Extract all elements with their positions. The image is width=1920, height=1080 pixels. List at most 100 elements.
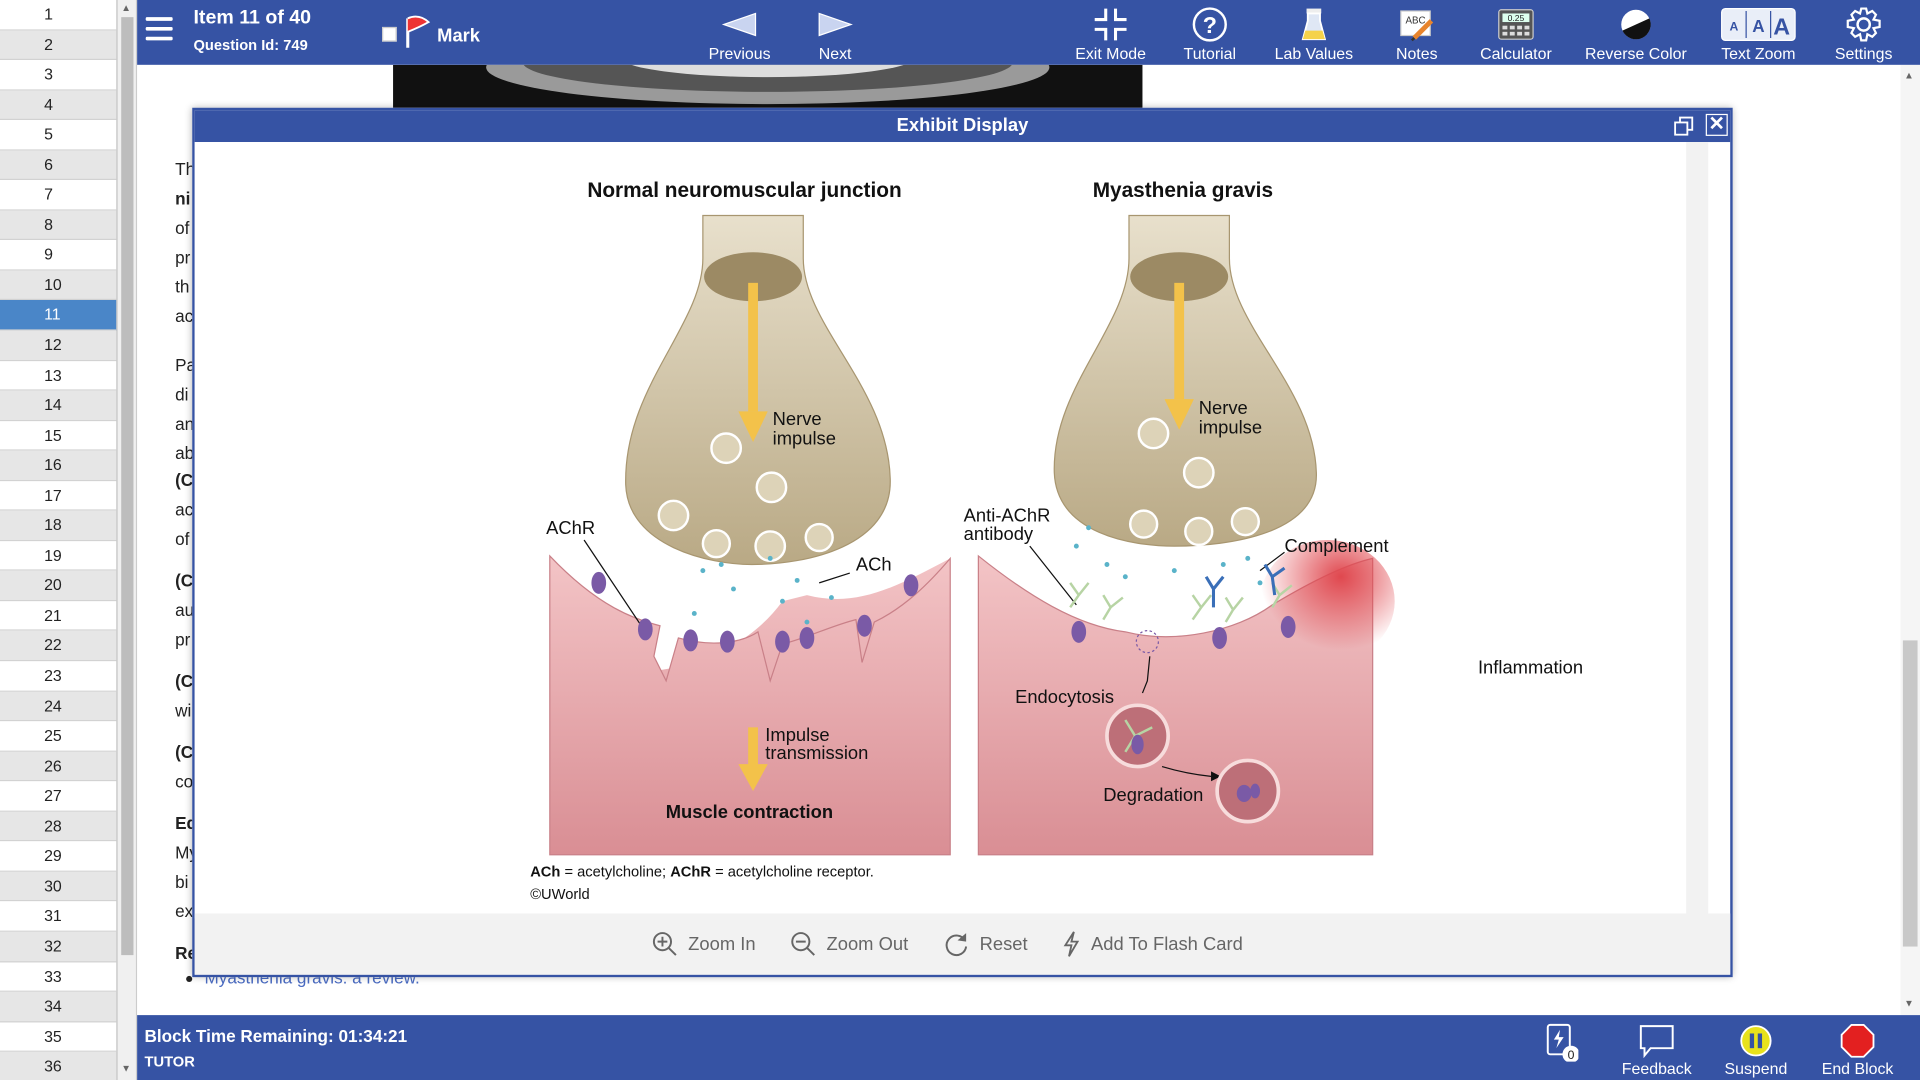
question-list-item[interactable]: 33	[0, 961, 117, 992]
question-list-item[interactable]: 22	[0, 631, 117, 662]
explanation-line: pr	[175, 247, 191, 267]
reverse-color-button[interactable]: Reverse Color	[1580, 5, 1693, 63]
question-list-item[interactable]: 24	[0, 691, 117, 722]
reset-button[interactable]: Reset	[943, 931, 1028, 958]
exhibit-header[interactable]: Exhibit Display ✕	[194, 110, 1731, 143]
close-icon[interactable]: ✕	[1705, 113, 1728, 136]
question-list-item[interactable]: 19	[0, 541, 117, 572]
caption-achr: AChR	[670, 865, 711, 881]
flash-cards-button[interactable]: 0	[1536, 1022, 1585, 1062]
notes-icon: ABC	[1381, 5, 1452, 44]
add-flash-card-button[interactable]: Add To Flash Card	[1062, 931, 1243, 958]
feedback-label: Feedback	[1621, 1059, 1692, 1078]
question-list-item[interactable]: 17	[0, 480, 117, 511]
question-list-item[interactable]: 30	[0, 871, 117, 902]
zoom-in-icon	[652, 932, 677, 956]
calculator-button[interactable]: 0.25 Calculator	[1472, 5, 1560, 63]
question-list-item[interactable]: 14	[0, 390, 117, 421]
notes-button[interactable]: ABC Notes	[1381, 5, 1452, 63]
question-list-item[interactable]: 13	[0, 360, 117, 391]
restore-window-icon[interactable]	[1674, 115, 1694, 136]
end-block-button[interactable]: End Block	[1815, 1022, 1901, 1078]
question-list-item[interactable]: 2	[0, 30, 117, 61]
zoom-letter-small: A	[1729, 20, 1738, 34]
question-list-item[interactable]: 4	[0, 90, 117, 121]
question-list-item[interactable]: 21	[0, 601, 117, 632]
flask-icon	[1266, 5, 1362, 44]
mark-checkbox[interactable]	[382, 26, 397, 42]
scroll-down-icon[interactable]: ▼	[1904, 997, 1914, 1009]
question-list-item[interactable]: 20	[0, 571, 117, 602]
scrollbar-thumb[interactable]	[1902, 640, 1918, 947]
contrast-icon	[1580, 5, 1693, 44]
question-list-item[interactable]: 1	[0, 0, 117, 31]
exhibit-toolbar: Zoom In Zoom Out Reset Add To Flash Card	[194, 913, 1731, 975]
left-panel-title: Normal neuromuscular junction	[587, 179, 901, 202]
question-list-item[interactable]: 10	[0, 270, 117, 301]
question-list-item[interactable]: 32	[0, 931, 117, 962]
question-list-item[interactable]: 25	[0, 721, 117, 752]
reset-label: Reset	[979, 933, 1028, 955]
main-scrollbar[interactable]: ▲ ▼	[1900, 64, 1920, 1016]
menu-icon[interactable]	[145, 17, 173, 46]
tutorial-button[interactable]: ? Tutorial	[1173, 5, 1246, 63]
caption-achr-definition: = acetylcholine receptor.	[711, 865, 874, 881]
question-list-item[interactable]: 15	[0, 420, 117, 451]
question-list-item[interactable]: 6	[0, 150, 117, 181]
explanation-line: pr	[175, 629, 191, 649]
lab-values-button[interactable]: Lab Values	[1266, 5, 1362, 63]
feedback-button[interactable]: Feedback	[1614, 1022, 1700, 1078]
exit-mode-button[interactable]: Exit Mode	[1068, 5, 1154, 63]
question-list-item[interactable]: 18	[0, 510, 117, 542]
settings-button[interactable]: Settings	[1827, 5, 1900, 63]
question-list-item[interactable]: 27	[0, 781, 117, 812]
question-list-item[interactable]: 5	[0, 120, 117, 151]
explanation-line: Ed	[175, 813, 198, 833]
question-list-item[interactable]: 3	[0, 60, 117, 91]
scroll-up-icon[interactable]: ▲	[1904, 69, 1914, 81]
question-list-scrollbar[interactable]: ▲ ▼	[117, 0, 138, 1080]
scroll-down-icon[interactable]: ▼	[121, 1062, 131, 1074]
explanation-line: au	[175, 600, 195, 620]
question-list-item[interactable]: 16	[0, 450, 117, 481]
exit-fullscreen-icon	[1068, 5, 1154, 44]
calculator-label: Calculator	[1480, 44, 1552, 63]
svg-text:?: ?	[1203, 12, 1217, 38]
exit-mode-label: Exit Mode	[1075, 44, 1147, 63]
previous-button[interactable]: Previous	[703, 5, 776, 63]
question-list-item[interactable]: 12	[0, 330, 117, 361]
question-list-item[interactable]: 28	[0, 811, 117, 842]
question-list-item[interactable]: 36	[0, 1052, 117, 1080]
explanation-line: ni	[175, 188, 191, 209]
question-list-item[interactable]: 23	[0, 661, 117, 692]
top-toolbar: Item 11 of 40 Question Id: 749 Mark Prev…	[137, 0, 1920, 65]
scrollbar-thumb[interactable]	[121, 17, 134, 956]
question-list-item[interactable]: 35	[0, 1021, 117, 1053]
zoom-in-button[interactable]: Zoom In	[651, 931, 756, 958]
question-list-item[interactable]: 29	[0, 841, 117, 872]
question-list-item[interactable]: 26	[0, 751, 117, 782]
scroll-up-icon[interactable]: ▲	[121, 2, 131, 14]
next-button[interactable]: Next	[798, 5, 871, 63]
calculator-display: 0.25	[1508, 13, 1525, 23]
question-list-item[interactable]: 9	[0, 240, 117, 271]
question-circle-icon: ?	[1173, 5, 1246, 44]
question-list-item[interactable]: 11	[0, 300, 117, 331]
question-list-item[interactable]: 31	[0, 901, 117, 932]
question-list-item[interactable]: 8	[0, 210, 117, 241]
suspend-button[interactable]: Suspend	[1717, 1022, 1795, 1078]
question-list-item[interactable]: 34	[0, 991, 117, 1022]
item-counter: Item 11 of 40	[193, 7, 312, 29]
exhibit-dialog: Exhibit Display ✕ Normal neuromuscular j…	[192, 107, 1733, 978]
add-flash-card-label: Add To Flash Card	[1091, 933, 1243, 955]
flag-icon[interactable]	[404, 15, 431, 55]
zoom-out-button[interactable]: Zoom Out	[790, 931, 908, 958]
mark-label[interactable]: Mark	[437, 25, 481, 47]
question-list-item[interactable]: 7	[0, 180, 117, 211]
synaptic-vesicles-left	[657, 432, 834, 563]
